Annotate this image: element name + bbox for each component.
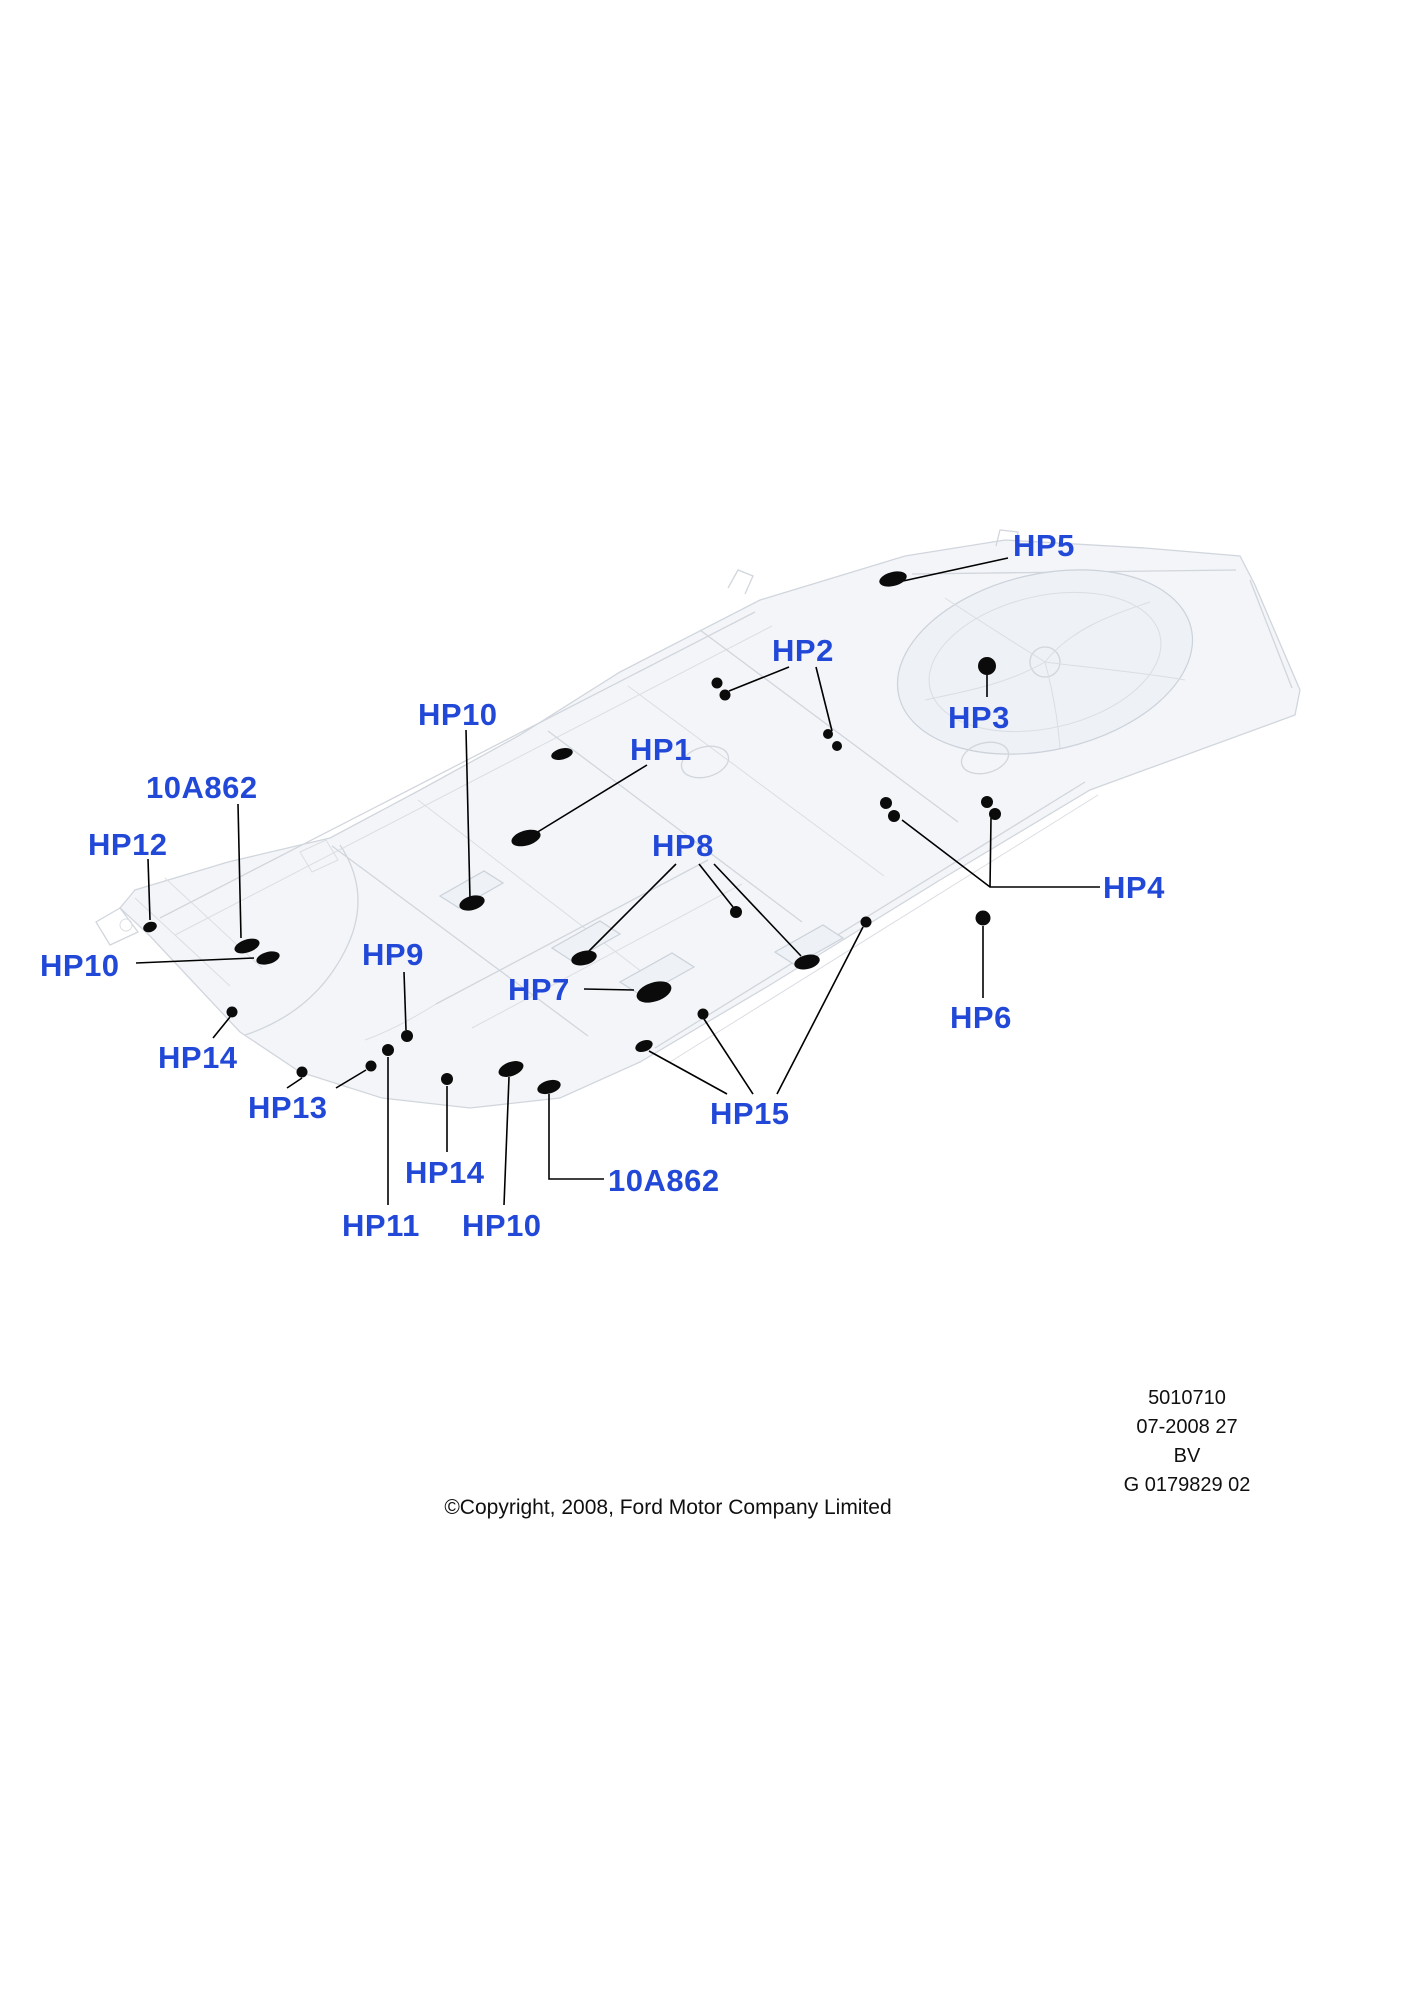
plug-hp8b <box>794 954 820 970</box>
plug-hp14-bottom <box>441 1073 453 1085</box>
plug-10a862-top <box>234 938 260 954</box>
leader-line-hp12 <box>147 858 151 921</box>
plug-hp10-top <box>459 895 485 911</box>
plug-hp15-2 <box>697 1008 709 1020</box>
leader-line-hp10-bottom <box>503 1076 510 1206</box>
part-label-hp11[interactable]: HP11 <box>342 1208 420 1243</box>
part-label-hp5[interactable]: HP5 <box>1013 528 1075 563</box>
part-label-hp3[interactable]: HP3 <box>948 700 1010 735</box>
part-label-hp6[interactable]: HP6 <box>950 1000 1012 1035</box>
leader-line-hp8a <box>588 863 677 952</box>
plug-hp4-1 <box>880 797 892 809</box>
part-label-10a862-bottom[interactable]: 10A862 <box>608 1163 720 1198</box>
leader-line-10a862-bottom <box>548 1094 604 1180</box>
plug-hp3 <box>978 657 996 675</box>
plug-hp10-bottom <box>498 1061 524 1077</box>
leader-line-hp10-top <box>465 729 471 900</box>
leader-line-hp13b <box>335 1069 367 1089</box>
part-label-hp15[interactable]: HP15 <box>710 1096 790 1131</box>
right-sill <box>654 781 1086 1049</box>
doc-ref-block: 5010710 07-2008 27 BV G 0179829 02 <box>1078 1384 1296 1500</box>
leader-line-hp15c <box>776 926 864 1095</box>
part-label-hp12[interactable]: HP12 <box>88 827 168 862</box>
plug-10a862-bottom <box>537 1079 561 1095</box>
leader-line-hp1 <box>535 764 648 834</box>
plug-hp1 <box>511 829 541 847</box>
part-label-hp10-bottom[interactable]: HP10 <box>462 1208 542 1243</box>
plug-hp11 <box>382 1044 394 1056</box>
plug-hp14-left <box>226 1006 238 1018</box>
leader-line-hp4-fork <box>989 817 992 888</box>
plug-hp9 <box>401 1030 413 1042</box>
left-sill <box>159 611 756 919</box>
doc-ref-number: 5010710 <box>1148 1387 1226 1409</box>
plug-hp13-2 <box>365 1060 377 1072</box>
leader-line-hp9 <box>403 971 407 1031</box>
leader-line-hp7 <box>583 988 635 991</box>
leader-lines <box>135 557 1100 1206</box>
plug-hp5 <box>879 571 907 587</box>
floorpan-artwork <box>95 529 1301 1109</box>
plug-hp2-1 <box>711 677 723 689</box>
part-label-hp14-left[interactable]: HP14 <box>158 1040 238 1075</box>
leader-line-hp8b <box>713 863 802 957</box>
copyright-text: ©Copyright, 2008, Ford Motor Company Lim… <box>444 1496 892 1519</box>
leader-line-hp15b <box>703 1018 754 1095</box>
plug-hp2-3 <box>823 729 833 739</box>
plug-hp15-1 <box>635 1039 653 1053</box>
leader-line-hp8c <box>698 863 734 908</box>
leader-line-hp5 <box>902 557 1009 582</box>
plug-hp8a <box>571 950 597 966</box>
part-label-hp1[interactable]: HP1 <box>630 732 692 767</box>
plug-hp2-2 <box>719 689 731 701</box>
plug-hp2-4 <box>832 741 842 751</box>
leader-line-10a862-top <box>237 803 242 939</box>
spare-wheel-well <box>896 569 1194 755</box>
part-label-10a862-top[interactable]: 10A862 <box>146 770 258 805</box>
centre-tunnel <box>435 859 709 1005</box>
part-label-hp8[interactable]: HP8 <box>652 828 714 863</box>
plug-hp12 <box>143 921 157 933</box>
leader-line-hp2a <box>728 666 790 692</box>
part-label-hp7[interactable]: HP7 <box>508 972 570 1007</box>
plug-hp13-1 <box>296 1066 308 1078</box>
doc-ref-drawing: G 0179829 02 <box>1123 1474 1251 1496</box>
part-label-hp9[interactable]: HP9 <box>362 937 424 972</box>
part-label-hp13[interactable]: HP13 <box>248 1090 328 1125</box>
plug-hp4-3 <box>981 796 993 808</box>
leader-line-hp14-left <box>212 1016 231 1039</box>
part-label-hp2[interactable]: HP2 <box>772 633 834 668</box>
plug-hp7 <box>636 981 672 1003</box>
plug-hp4-2 <box>888 810 900 822</box>
plug-hp6 <box>975 910 991 926</box>
plug-extra <box>551 748 573 760</box>
doc-ref-date: 07-2008 27 <box>1136 1416 1238 1438</box>
part-label-hp14-bottom[interactable]: HP14 <box>405 1155 485 1190</box>
plug-markers <box>143 571 1001 1095</box>
part-label-hp10-top[interactable]: HP10 <box>418 697 498 732</box>
doc-ref-code: BV <box>1173 1445 1201 1467</box>
leader-line-hp10-left <box>135 957 255 964</box>
plug-hp4-4 <box>989 808 1001 820</box>
plug-hp8c <box>730 906 742 918</box>
leader-line-hp2b <box>815 666 833 732</box>
part-label-hp10-left[interactable]: HP10 <box>40 948 120 983</box>
plug-hp10-left <box>256 951 280 965</box>
part-label-hp4[interactable]: HP4 <box>1103 870 1165 905</box>
leader-line-hp13a <box>286 1077 303 1089</box>
leader-line-hp15a <box>648 1050 728 1095</box>
plug-hp15-3 <box>860 916 872 928</box>
